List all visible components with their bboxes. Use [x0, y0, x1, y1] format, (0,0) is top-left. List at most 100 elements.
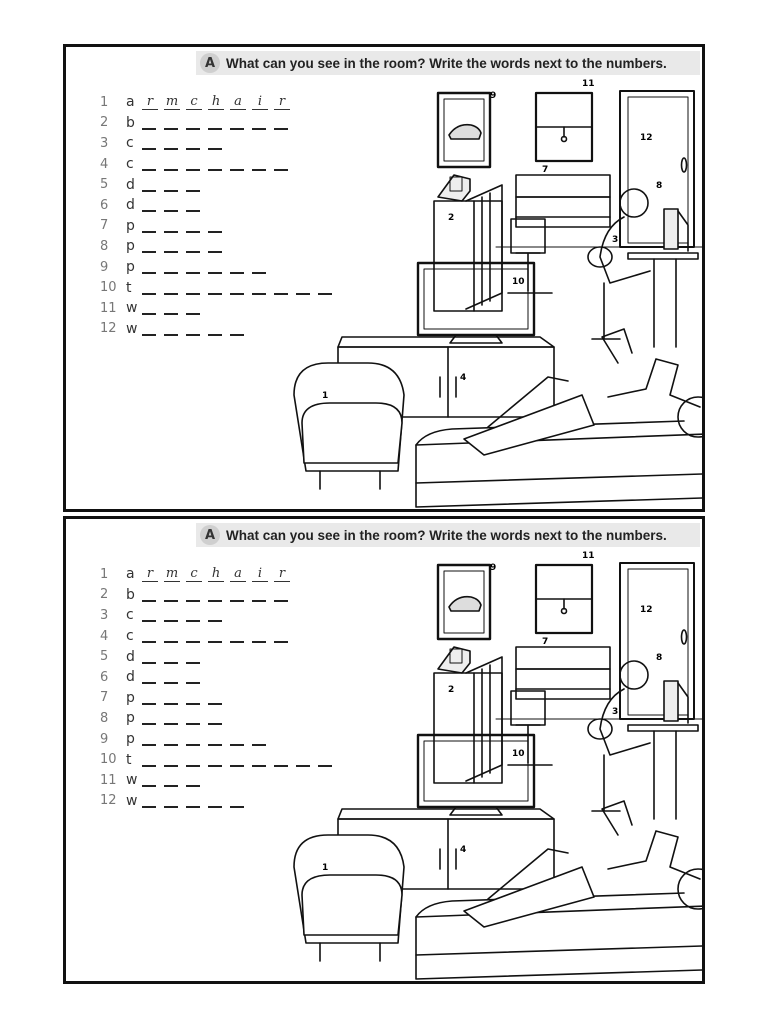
exercise-instruction: What can you see in the room? Write the …: [226, 55, 667, 71]
answer-blanks[interactable]: [142, 119, 292, 130]
answer-letter: a: [230, 566, 246, 582]
answer-blanks[interactable]: [142, 612, 222, 623]
answer-blanks[interactable]: [142, 736, 267, 747]
item-first-letter: w: [126, 320, 138, 337]
item-number: 11: [100, 772, 117, 788]
answer-blanks[interactable]: [142, 243, 222, 254]
answer-blanks[interactable]: [142, 161, 292, 172]
scene-label-7: 7: [542, 637, 549, 647]
item-first-letter: p: [126, 710, 135, 727]
answer-blanks[interactable]: [142, 653, 202, 664]
item-number: 6: [100, 197, 109, 213]
answer-blanks[interactable]: [142, 756, 332, 767]
answer-blanks[interactable]: [142, 777, 202, 788]
scene-label-8: 8: [656, 181, 663, 191]
scene-label-8: 8: [656, 653, 663, 663]
item-first-letter: c: [126, 135, 134, 152]
answer-letter: r: [274, 94, 290, 110]
scene-label-2: 2: [448, 685, 455, 695]
item-first-letter: w: [126, 792, 138, 809]
word-item: 11 w: [92, 770, 332, 791]
item-number: 12: [100, 793, 117, 809]
answer-blanks[interactable]: [142, 264, 267, 275]
exercise-instruction: What can you see in the room? Write the …: [226, 527, 667, 543]
item-first-letter: d: [126, 176, 135, 193]
item-number: 2: [100, 115, 109, 131]
item-number: 2: [100, 587, 109, 603]
item-number: 7: [100, 218, 109, 234]
scene-label-3: 3: [612, 707, 619, 717]
answer-blanks[interactable]: [142, 797, 252, 808]
item-number: 1: [100, 566, 109, 582]
item-number: 5: [100, 177, 109, 193]
item-number: 5: [100, 649, 109, 665]
item-number: 4: [100, 628, 109, 644]
item-first-letter: p: [126, 259, 135, 276]
answer-letter: r: [142, 566, 158, 582]
scene-label-11: 11: [582, 551, 595, 561]
scene-label-1: 1: [322, 863, 329, 873]
exercise-header: A What can you see in the room? Write th…: [196, 523, 700, 547]
answer-blanks[interactable]: [142, 181, 202, 192]
answer-blanks[interactable]: [142, 715, 222, 726]
item-number: 3: [100, 607, 109, 623]
room-illustration: 1 2 3 4 5 6 7 8 9 10 11 12: [216, 77, 702, 509]
item-first-letter: p: [126, 238, 135, 255]
answer-blanks[interactable]: [142, 305, 202, 316]
item-number: 6: [100, 669, 109, 685]
item-first-letter: w: [126, 772, 138, 789]
answer-blanks[interactable]: [142, 694, 222, 705]
exercise-badge: A: [200, 525, 220, 545]
item-first-letter: p: [126, 689, 135, 706]
item-first-letter: p: [126, 217, 135, 234]
answer-blanks[interactable]: [142, 284, 332, 295]
item-first-letter: d: [126, 197, 135, 214]
answer-blanks[interactable]: [142, 633, 292, 644]
room-drawing: [293, 562, 702, 980]
item-number: 4: [100, 156, 109, 172]
item-first-letter: b: [126, 114, 135, 131]
answer-letter: i: [252, 566, 268, 582]
item-number: 9: [100, 259, 109, 275]
answer-blanks[interactable]: [142, 202, 202, 213]
item-first-letter: p: [126, 731, 135, 748]
answer-letter: r: [142, 94, 158, 110]
answer-blanks[interactable]: [142, 591, 292, 602]
answer-blanks[interactable]: [142, 674, 202, 685]
answer-letter: c: [186, 566, 202, 582]
answer-blanks[interactable]: [142, 325, 252, 336]
answer-letter: i: [252, 94, 268, 110]
answer-letter: c: [186, 94, 202, 110]
scene-label-12: 12: [640, 133, 653, 143]
scene-label-2: 2: [448, 213, 455, 223]
item-number: 10: [100, 280, 117, 296]
answer-blanks[interactable]: [142, 140, 222, 151]
exercise-badge: A: [200, 53, 220, 73]
item-first-letter: w: [126, 300, 138, 317]
item-number: 1: [100, 94, 109, 110]
item-number: 9: [100, 731, 109, 747]
answer-letter: m: [164, 565, 180, 582]
item-number: 3: [100, 135, 109, 151]
answer-blanks[interactable]: [142, 222, 222, 233]
